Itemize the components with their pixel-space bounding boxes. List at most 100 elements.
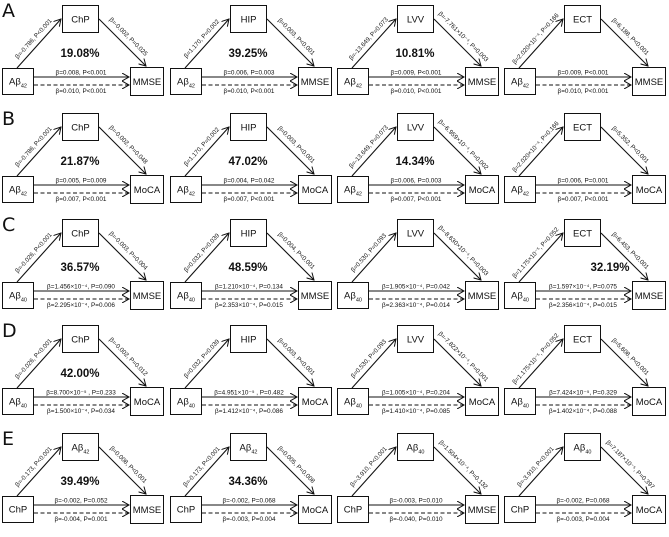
outcome-node-text: MMSE bbox=[635, 77, 664, 88]
outcome-node-label: MoCA bbox=[302, 397, 329, 408]
left-node-box bbox=[2, 388, 34, 415]
outcome-node-text: MMSE bbox=[635, 291, 664, 302]
mediator-node-label: LVV bbox=[407, 123, 425, 134]
path-b-arrow bbox=[98, 126, 146, 174]
left-node-text: Aβ bbox=[344, 291, 356, 302]
total-effect-label: β=2.363×10⁻⁴, P=0.014 bbox=[382, 302, 450, 309]
path-b-arrow bbox=[433, 446, 481, 494]
total-effect-label: β=0.007, P<0.001 bbox=[391, 196, 442, 203]
outcome-node-label: MoCA bbox=[134, 185, 161, 196]
mediator-node-text: Aβ bbox=[574, 443, 586, 454]
left-node-box bbox=[337, 496, 369, 523]
total-effect-label: β=0.010, P<0.001 bbox=[224, 88, 275, 95]
mediator-node-subscript: 42 bbox=[251, 450, 257, 456]
left-node-box bbox=[2, 68, 34, 95]
mediator-node-label: LVV bbox=[407, 335, 425, 346]
path-a-arrow bbox=[518, 339, 563, 389]
left-node-label: Aβ40 bbox=[511, 291, 529, 304]
direct-effect-label: β=0.009, P<0.001 bbox=[391, 70, 442, 77]
mediator-node-box bbox=[397, 5, 434, 33]
left-node-label: Aβ42 bbox=[177, 77, 195, 90]
outcome-node-label: MoCA bbox=[469, 185, 496, 196]
outcome-node-text: MMSE bbox=[301, 77, 330, 88]
path-a-arrow bbox=[351, 233, 396, 283]
mediator-node-text: ChP bbox=[71, 123, 89, 134]
path-b-arrow bbox=[266, 232, 314, 280]
mediation-percentage: 14.34% bbox=[395, 156, 434, 168]
outcome-node-box bbox=[298, 495, 332, 524]
mediator-node-box bbox=[564, 5, 601, 33]
path-b-label: β=-0.002, P=0.025 bbox=[107, 16, 149, 58]
panel-letter: B bbox=[2, 108, 16, 130]
path-a-label: β=-0.026, P<0.001 bbox=[14, 231, 54, 274]
outcome-node-box bbox=[298, 67, 332, 96]
direct-effect-label: β=-0.002, P=0.068 bbox=[222, 498, 276, 505]
path-b-label: β=-0.002, P=0.048 bbox=[107, 124, 149, 166]
mediator-node-box bbox=[397, 325, 434, 353]
mediator-node-text: Aβ bbox=[407, 443, 419, 454]
outcome-node-label: MoCA bbox=[636, 505, 663, 516]
direct-effect-label: β=1.597×10⁻⁴, P=0.075 bbox=[549, 284, 617, 291]
outcome-node-text: MMSE bbox=[133, 505, 162, 516]
outcome-node-box bbox=[632, 281, 666, 310]
left-node-box bbox=[504, 68, 536, 95]
left-node-text: Aβ bbox=[344, 185, 356, 196]
left-node-text: Aβ bbox=[344, 397, 356, 408]
left-node-label: Aβ40 bbox=[177, 291, 195, 304]
left-node-box bbox=[504, 282, 536, 309]
mediator-node-box bbox=[62, 325, 99, 353]
path-b-arrow bbox=[600, 232, 648, 280]
path-b-label: β=6.188, P<0.001 bbox=[610, 17, 650, 57]
path-a-arrow bbox=[16, 233, 61, 283]
outcome-node-text: MoCA bbox=[469, 397, 496, 408]
path-b-label: β=-0.003, P=0.004 bbox=[107, 230, 149, 272]
path-b-arrow bbox=[266, 126, 314, 174]
mediation-percentage: 21.87% bbox=[60, 156, 99, 168]
mediator-node-box bbox=[564, 433, 601, 461]
left-node-label: Aβ40 bbox=[511, 397, 529, 410]
mediator-node-text: LVV bbox=[407, 229, 425, 240]
mediator-node-box bbox=[230, 219, 267, 247]
mediator-node-label: HIP bbox=[241, 123, 257, 134]
path-b-arrow bbox=[600, 126, 648, 174]
direct-effect-label: β=0.009, P<0.001 bbox=[558, 70, 609, 77]
total-effect-label: β=0.007, P<0.001 bbox=[56, 196, 107, 203]
mediator-node-box bbox=[397, 433, 434, 461]
path-b-arrow bbox=[433, 232, 481, 280]
path-a-arrow bbox=[184, 447, 229, 497]
left-node-subscript: 42 bbox=[189, 192, 195, 198]
panel-letter: E bbox=[2, 428, 15, 450]
path-b-arrow bbox=[98, 232, 146, 280]
path-a-arrow bbox=[351, 339, 396, 389]
mediator-node-subscript: 40 bbox=[418, 450, 424, 456]
outcome-node-label: MMSE bbox=[133, 77, 162, 88]
total-effect-label: β=-0.003, P=0.004 bbox=[556, 516, 610, 523]
left-node-subscript: 42 bbox=[21, 192, 27, 198]
mediator-node-text: ChP bbox=[71, 229, 89, 240]
path-a-arrow bbox=[16, 127, 61, 177]
path-a-label: β=2.020×10⁻⁴, P=0.166 bbox=[511, 120, 561, 174]
mediator-node-box bbox=[62, 433, 99, 461]
left-node-label: Aβ40 bbox=[9, 397, 27, 410]
left-node-text: Aβ bbox=[511, 291, 523, 302]
mediation-percentage: 39.49% bbox=[60, 476, 99, 488]
mediator-node-text: ECT bbox=[573, 123, 592, 134]
left-node-subscript: 40 bbox=[523, 404, 529, 410]
left-node-box bbox=[170, 496, 202, 523]
left-node-text: ChP bbox=[344, 505, 362, 516]
path-a-label: β=-0.173, P<0.001 bbox=[182, 445, 222, 488]
outcome-node-box bbox=[465, 175, 499, 204]
outcome-node-label: MMSE bbox=[468, 505, 497, 516]
mediation-percentage: 10.81% bbox=[395, 48, 434, 60]
